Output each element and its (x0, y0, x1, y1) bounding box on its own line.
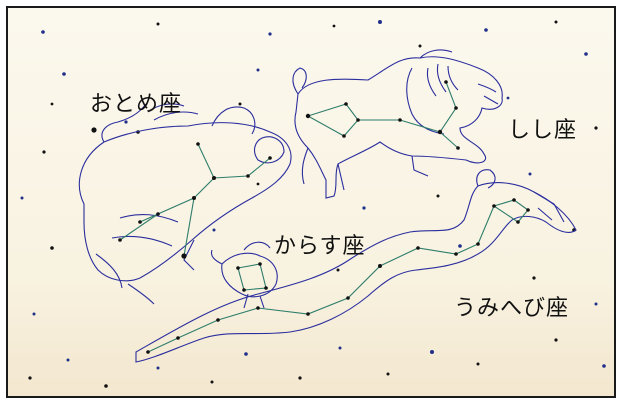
leo-figure (292, 49, 503, 199)
virgo-figure (78, 103, 292, 305)
label-hydra: うみへび座 (454, 296, 570, 321)
sky-canvas (20, 20, 606, 388)
leo-stars (305, 80, 460, 150)
label-virgo: おとめ座 (90, 92, 183, 117)
corvus-figure (210, 241, 278, 309)
hydra-lines (147, 199, 529, 353)
background-stars (20, 20, 606, 388)
label-leo: しし座 (508, 118, 578, 143)
star-chart: おとめ座 しし座 からす座 うみへび座 (6, 6, 616, 398)
corvus-lines (237, 263, 267, 291)
label-corvus: からす座 (274, 234, 366, 259)
corvus-stars (236, 262, 268, 292)
hydra-figure (135, 169, 577, 363)
virgo-stars (118, 142, 272, 259)
hydra-stars (146, 198, 530, 354)
leo-lines (307, 81, 459, 149)
